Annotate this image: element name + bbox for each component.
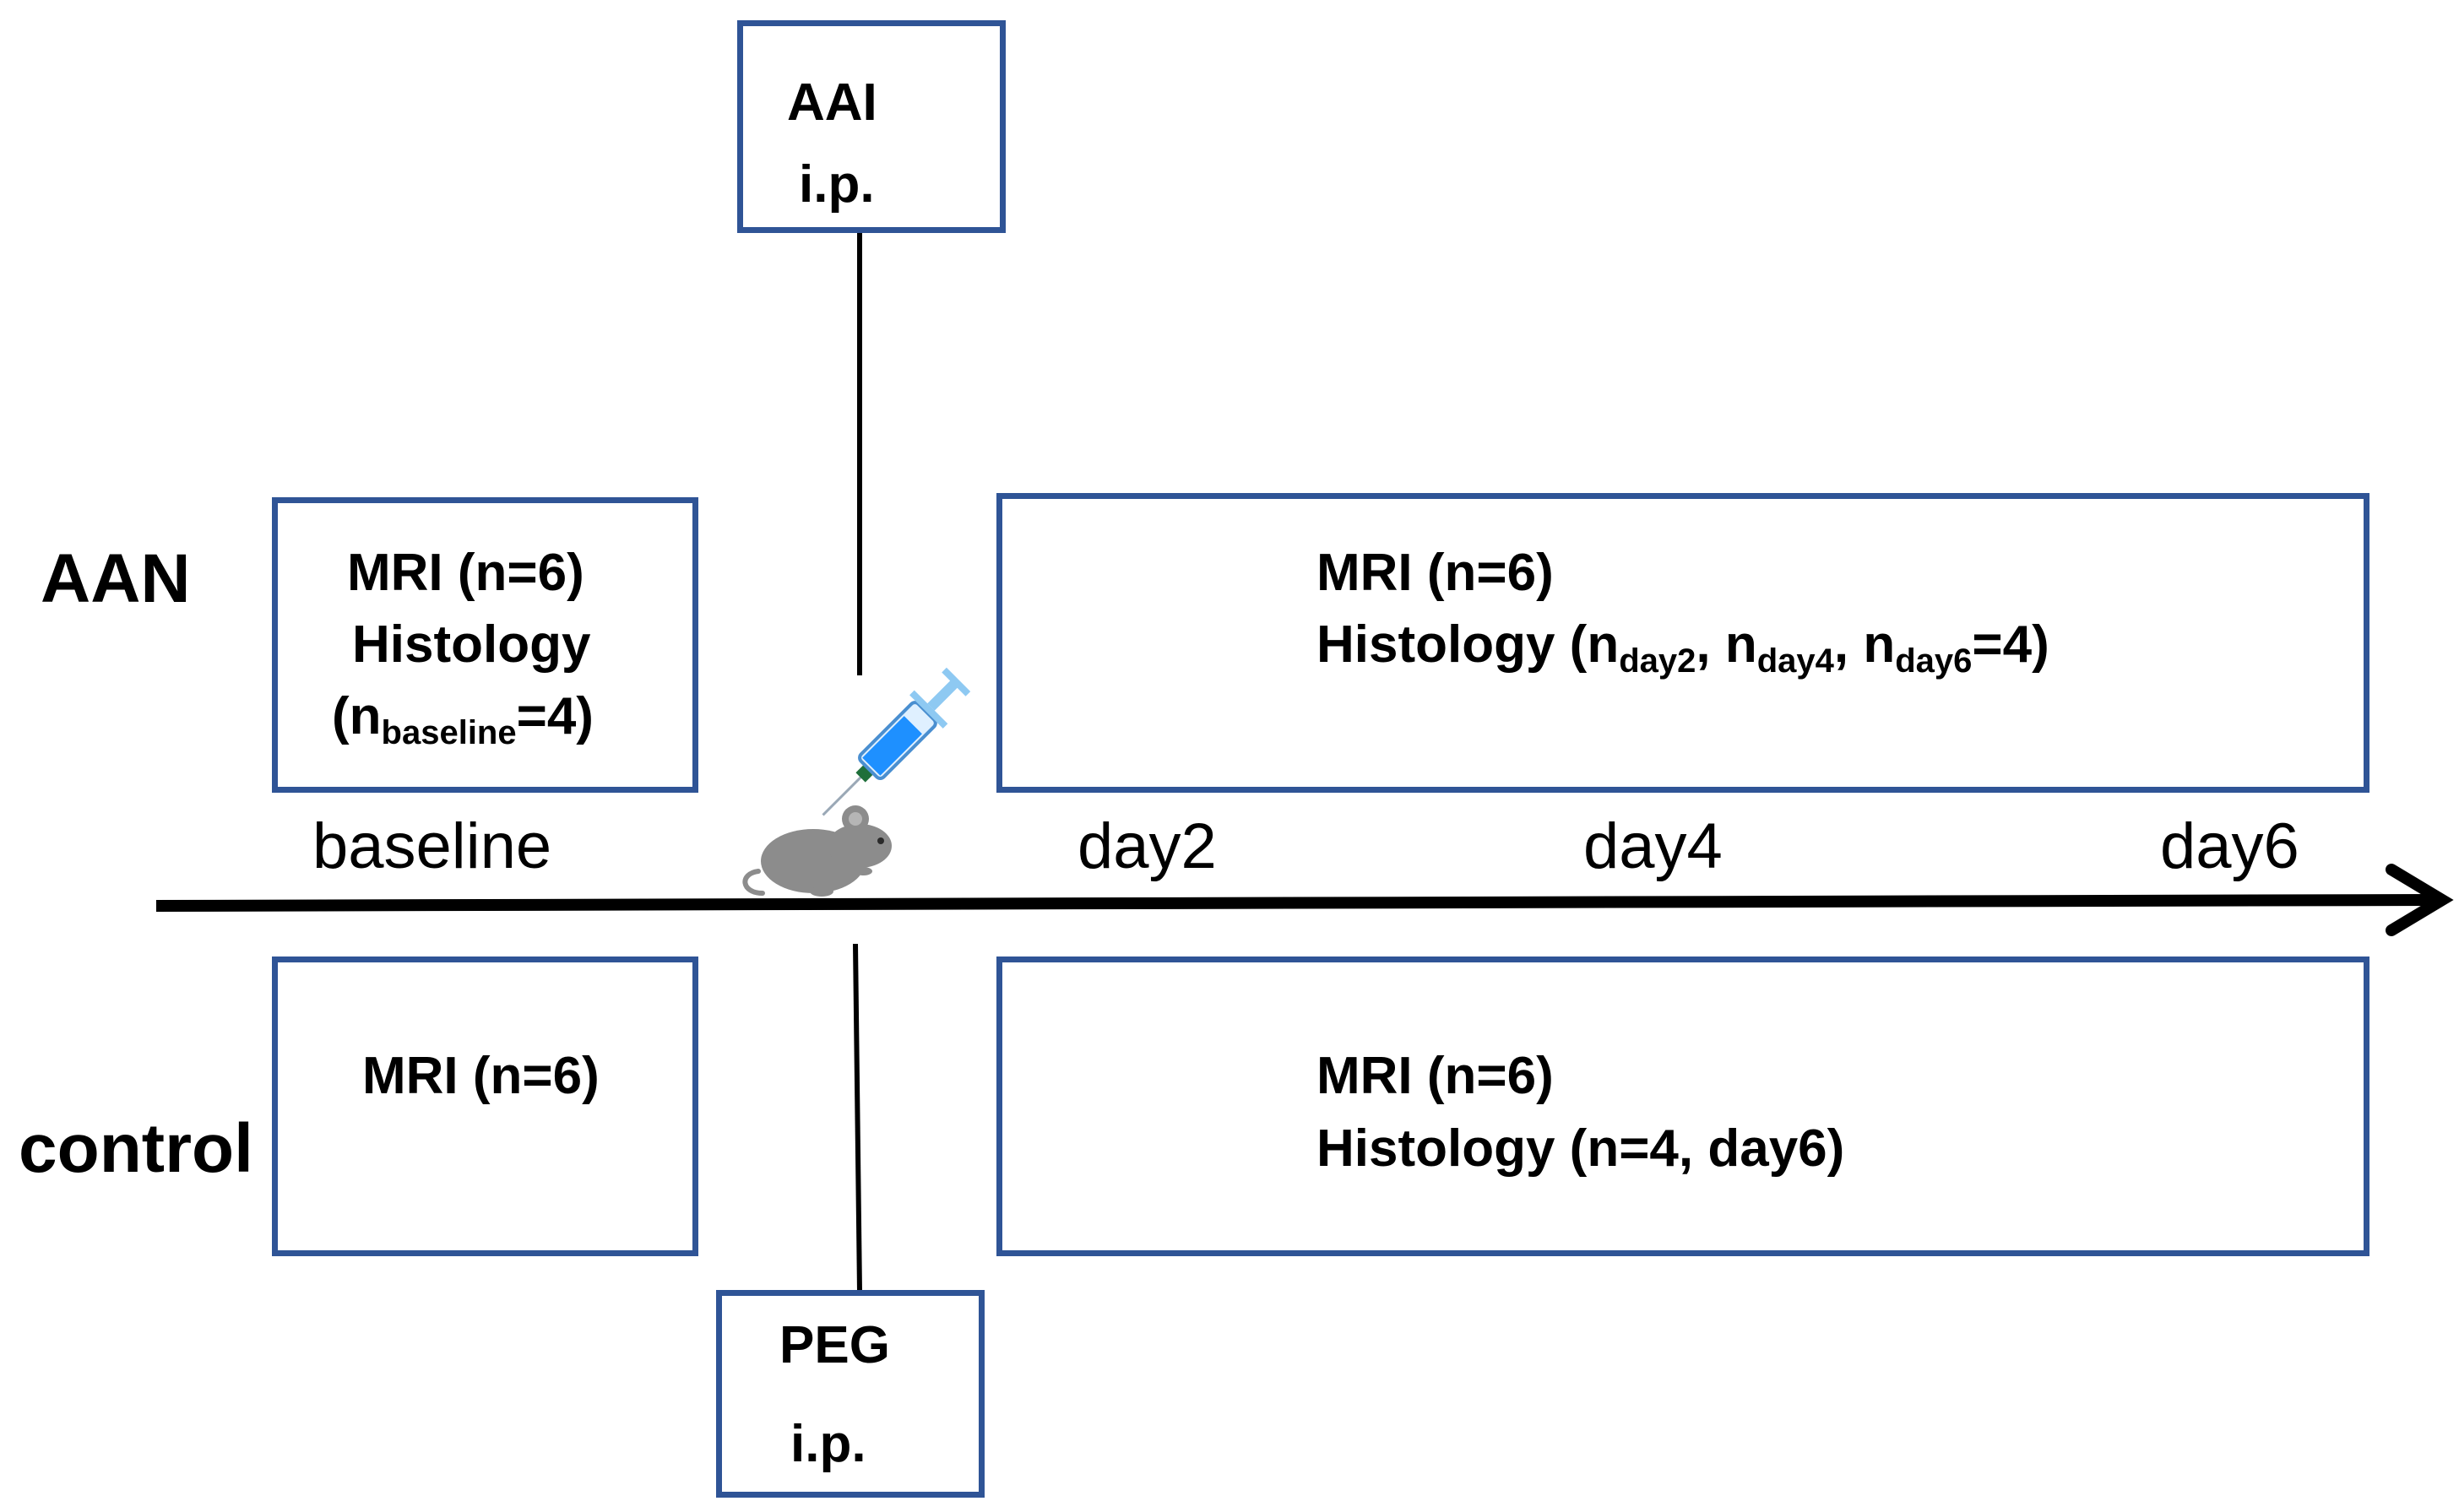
injection-line-bottom xyxy=(853,943,862,1293)
mouse-icon xyxy=(742,805,892,897)
control-baseline-mri: MRI (n=6) xyxy=(362,1047,600,1105)
group-label-control: control xyxy=(19,1110,253,1187)
aai-label: AAI xyxy=(787,73,877,132)
peg-route: i.p. xyxy=(790,1415,866,1473)
timeline-label-baseline: baseline xyxy=(312,810,552,882)
timeline-label-day6: day6 xyxy=(2160,810,2299,882)
control-baseline-box: MRI (n=6) xyxy=(272,957,698,1256)
aan-baseline-histology: Histology xyxy=(352,615,591,674)
control-followup-box: MRI (n=6) Histology (n=4, day6) xyxy=(996,957,2369,1256)
aan-followup-box: MRI (n=6) Histology (nday2, nday4, nday6… xyxy=(996,493,2369,793)
control-followup-mri: MRI (n=6) xyxy=(1316,1047,1554,1105)
aan-followup-histology: Histology (nday2, nday4, nday6=4) xyxy=(1316,615,2049,680)
timeline-label-day2: day2 xyxy=(1078,810,1217,882)
aan-baseline-mri: MRI (n=6) xyxy=(347,544,584,602)
control-followup-histology: Histology (n=4, day6) xyxy=(1316,1119,1845,1178)
timeline-axis xyxy=(155,894,2433,912)
aan-baseline-box: MRI (n=6) Histology (nbaseline=4) xyxy=(272,497,698,793)
syringe-icon xyxy=(822,667,971,816)
peg-label: PEG xyxy=(779,1316,890,1374)
peg-injection-box: PEG i.p. xyxy=(716,1290,985,1498)
aan-baseline-n: (nbaseline=4) xyxy=(332,687,594,751)
timeline-arrowhead xyxy=(2386,864,2454,936)
aai-injection-box: AAI i.p. xyxy=(737,20,1006,233)
aai-route: i.p. xyxy=(799,155,875,214)
timeline-label-day4: day4 xyxy=(1583,810,1723,882)
group-label-aan: AAN xyxy=(41,540,191,617)
aan-followup-mri: MRI (n=6) xyxy=(1316,544,1554,602)
